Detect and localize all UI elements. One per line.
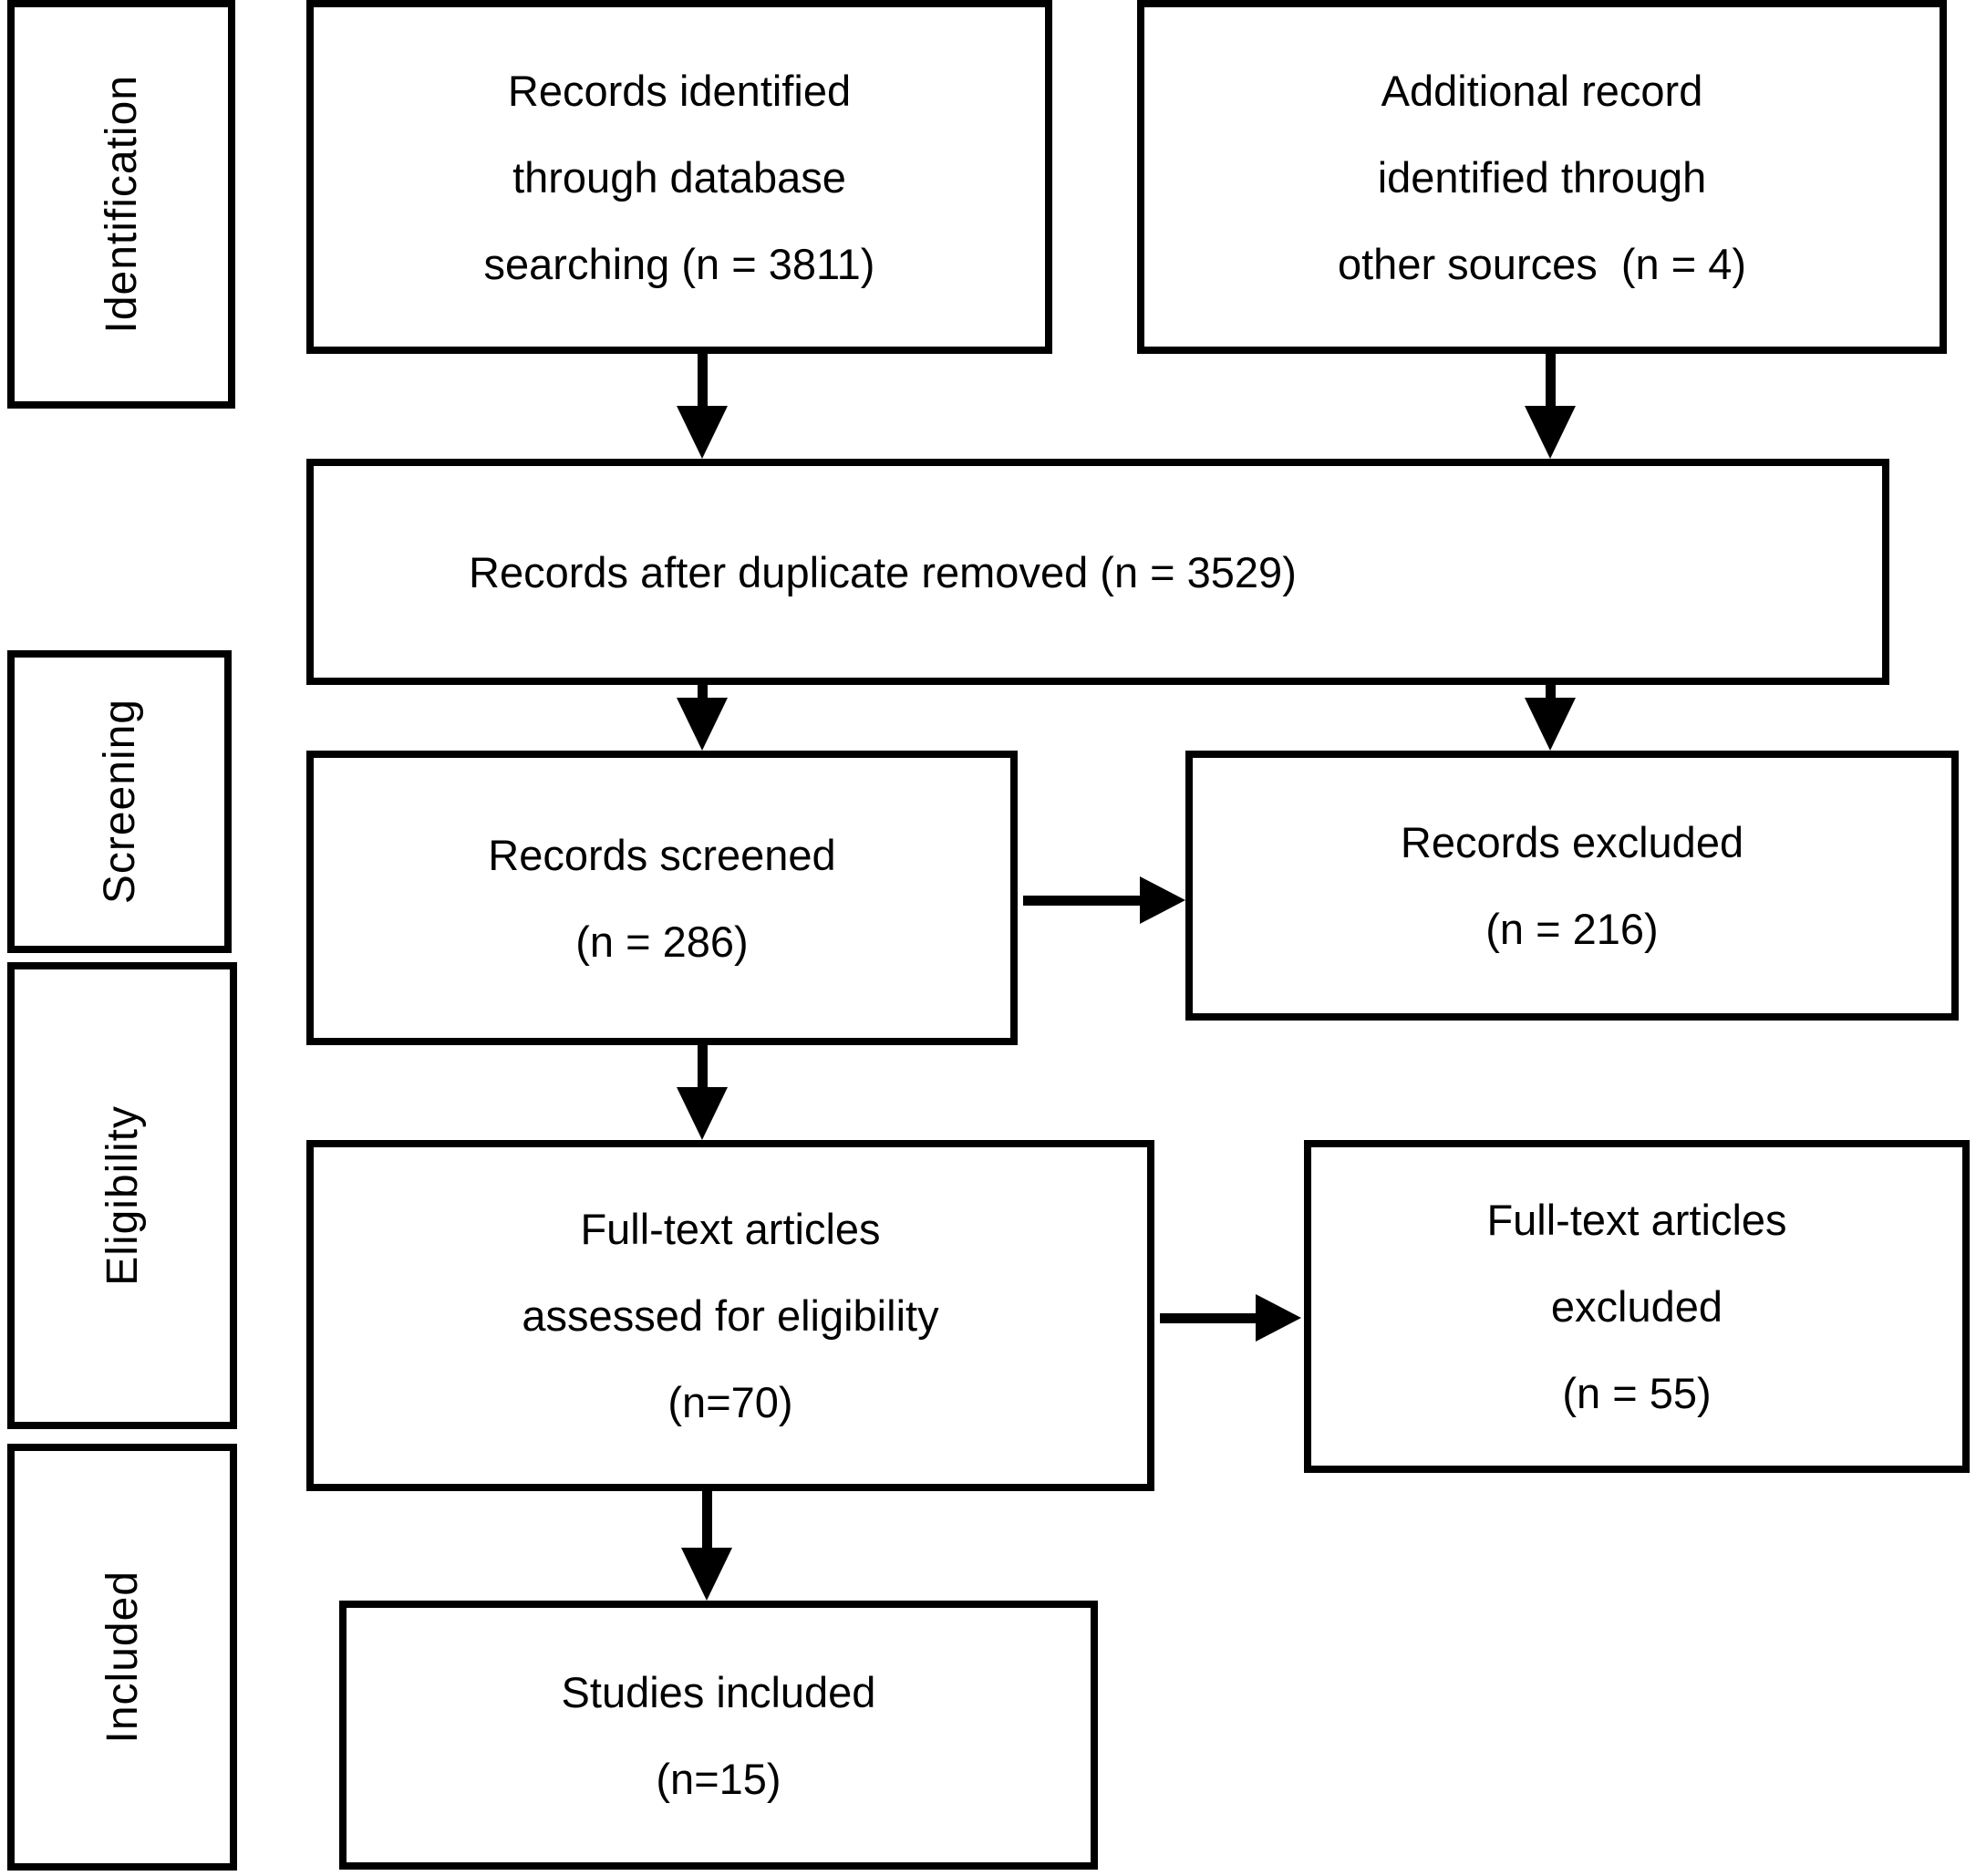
stage-label-included: Included: [98, 1570, 147, 1744]
arrow-screened-to-fulltext-head: [677, 1087, 728, 1140]
box-records-screened: Records screened (n = 286): [306, 751, 1018, 1045]
stage-box-eligibility: Eligibility: [7, 962, 237, 1429]
text-line: Additional record: [1381, 66, 1703, 115]
arrow-screened-to-excluded-head: [1140, 876, 1185, 924]
arrow-fulltext-to-ftexcluded-stem: [1160, 1313, 1256, 1323]
text-line: (n = 286): [575, 917, 749, 966]
text-line: Records after duplicate removed (n = 352…: [469, 547, 1297, 596]
arrow-fulltext-to-ftexcluded-head: [1256, 1294, 1301, 1342]
box-records-identified: Records identified through database sear…: [306, 0, 1052, 354]
box-records-excluded: Records excluded (n = 216): [1185, 751, 1959, 1021]
stage-label-screening: Screening: [95, 699, 144, 905]
stage-box-screening: Screening: [7, 650, 232, 953]
box-studies-included: Studies included (n=15): [339, 1601, 1098, 1870]
box-fulltext-assessed: Full-text articles assessed for eligibil…: [306, 1140, 1154, 1491]
stage-box-included: Included: [7, 1444, 237, 1871]
text-line: (n=15): [656, 1754, 781, 1803]
stage-label-identification: Identification: [97, 75, 146, 334]
text-line: Full-text articles: [1486, 1196, 1787, 1244]
text-line: (n = 55): [1562, 1369, 1712, 1417]
arrow-duplicates-to-screened-stem: [698, 685, 708, 698]
arrow-identified-to-duplicates-head: [677, 406, 728, 459]
arrow-duplicates-to-excluded-head: [1525, 698, 1576, 751]
arrow-additional-to-duplicates-head: [1525, 406, 1576, 459]
text-line: (n = 216): [1485, 905, 1659, 953]
text-line: excluded: [1550, 1282, 1723, 1331]
text-line: Records identified: [507, 66, 852, 115]
text-line: Full-text articles: [580, 1205, 881, 1253]
arrow-screened-to-excluded-stem: [1023, 896, 1140, 906]
text-line: identified through: [1377, 152, 1707, 202]
text-line: through database: [512, 152, 846, 202]
arrow-identified-to-duplicates-stem: [698, 354, 708, 406]
text-line: (n=70): [667, 1378, 793, 1426]
arrow-additional-to-duplicates-stem: [1546, 354, 1556, 406]
text-line: Records excluded: [1400, 818, 1744, 866]
arrow-duplicates-to-screened-head: [677, 698, 728, 751]
text-line: other sources (n = 4): [1337, 239, 1746, 288]
arrow-fulltext-to-studies-head: [681, 1548, 732, 1601]
box-duplicates-removed: Records after duplicate removed (n = 352…: [306, 459, 1889, 685]
text-line: Studies included: [561, 1667, 876, 1716]
arrow-duplicates-to-excluded-stem: [1546, 685, 1556, 698]
stage-box-identification: Identification: [7, 0, 235, 409]
stage-label-eligibility: Eligibility: [98, 1105, 147, 1286]
arrow-fulltext-to-studies-stem: [702, 1491, 712, 1548]
box-fulltext-excluded: Full-text articles excluded (n = 55): [1304, 1140, 1970, 1473]
text-line: Records screened: [488, 830, 836, 879]
text-line: assessed for eligibility: [522, 1291, 939, 1340]
arrow-screened-to-fulltext-stem: [698, 1045, 708, 1087]
box-additional-records: Additional record identified through oth…: [1137, 0, 1947, 354]
text-line: searching (n = 3811): [483, 239, 875, 288]
